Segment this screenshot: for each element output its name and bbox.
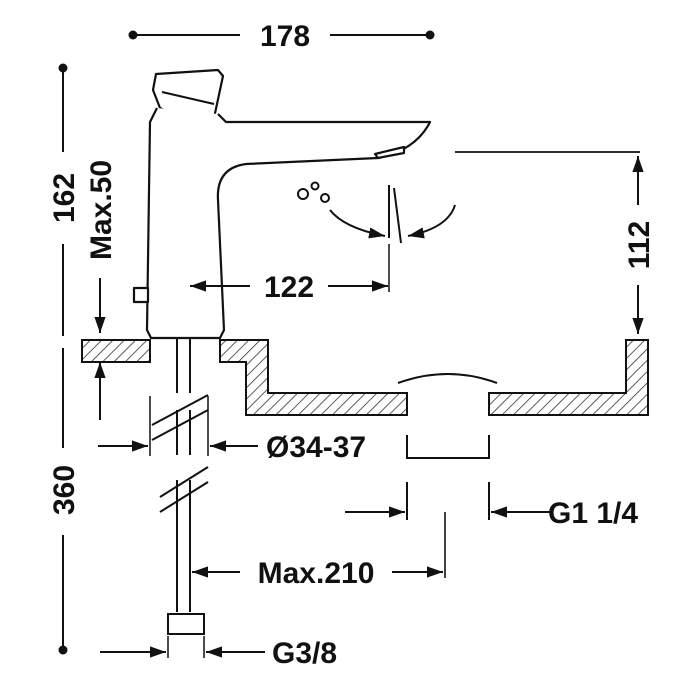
- dim-overall-width: 178: [128, 20, 435, 53]
- label-spout-reach: 122: [264, 271, 314, 304]
- supply-hoses: [151, 338, 209, 635]
- faucet-body: [132, 68, 432, 340]
- label-total-height: 360: [48, 465, 81, 515]
- drain-knob: [132, 286, 150, 304]
- label-spout-height: 112: [623, 221, 656, 269]
- basin-section: [81, 339, 649, 416]
- lever-edge: [161, 91, 215, 105]
- deck-left: [81, 339, 151, 363]
- basin-right-wall: [488, 339, 649, 416]
- aerator: [373, 145, 406, 160]
- waste-outlet: [406, 435, 490, 459]
- label-hose-length: Max.210: [258, 557, 375, 590]
- dim-spout-height: 112: [455, 151, 656, 334]
- dim-inlet-thread: [100, 636, 265, 658]
- dim-hose-length: [192, 512, 446, 578]
- label-deck-thickness: Max.50: [85, 160, 118, 260]
- dim-hole-diameter: Ø34-37: [98, 396, 366, 464]
- temperature-symbol-icon: [297, 181, 456, 239]
- label-body-height: 162: [48, 173, 81, 223]
- spout-outline: [145, 107, 432, 340]
- dim-spout-reach: 122: [190, 244, 390, 304]
- label-hole-diameter: Ø34-37: [266, 431, 366, 464]
- label-overall-width: 178: [260, 20, 310, 53]
- drain-dome: [397, 373, 498, 384]
- water-flow: [388, 185, 402, 244]
- dim-left-vertical: 162 360 Max.50: [48, 63, 118, 655]
- label-waste-thread: G1 1/4: [548, 497, 638, 530]
- dim-waste-thread: [345, 435, 550, 520]
- inlet-nut: [167, 613, 205, 635]
- label-inlet-thread: G3/8: [272, 637, 337, 670]
- dim-endpoint-dot: [58, 645, 68, 655]
- basin-left-wall: [219, 339, 408, 416]
